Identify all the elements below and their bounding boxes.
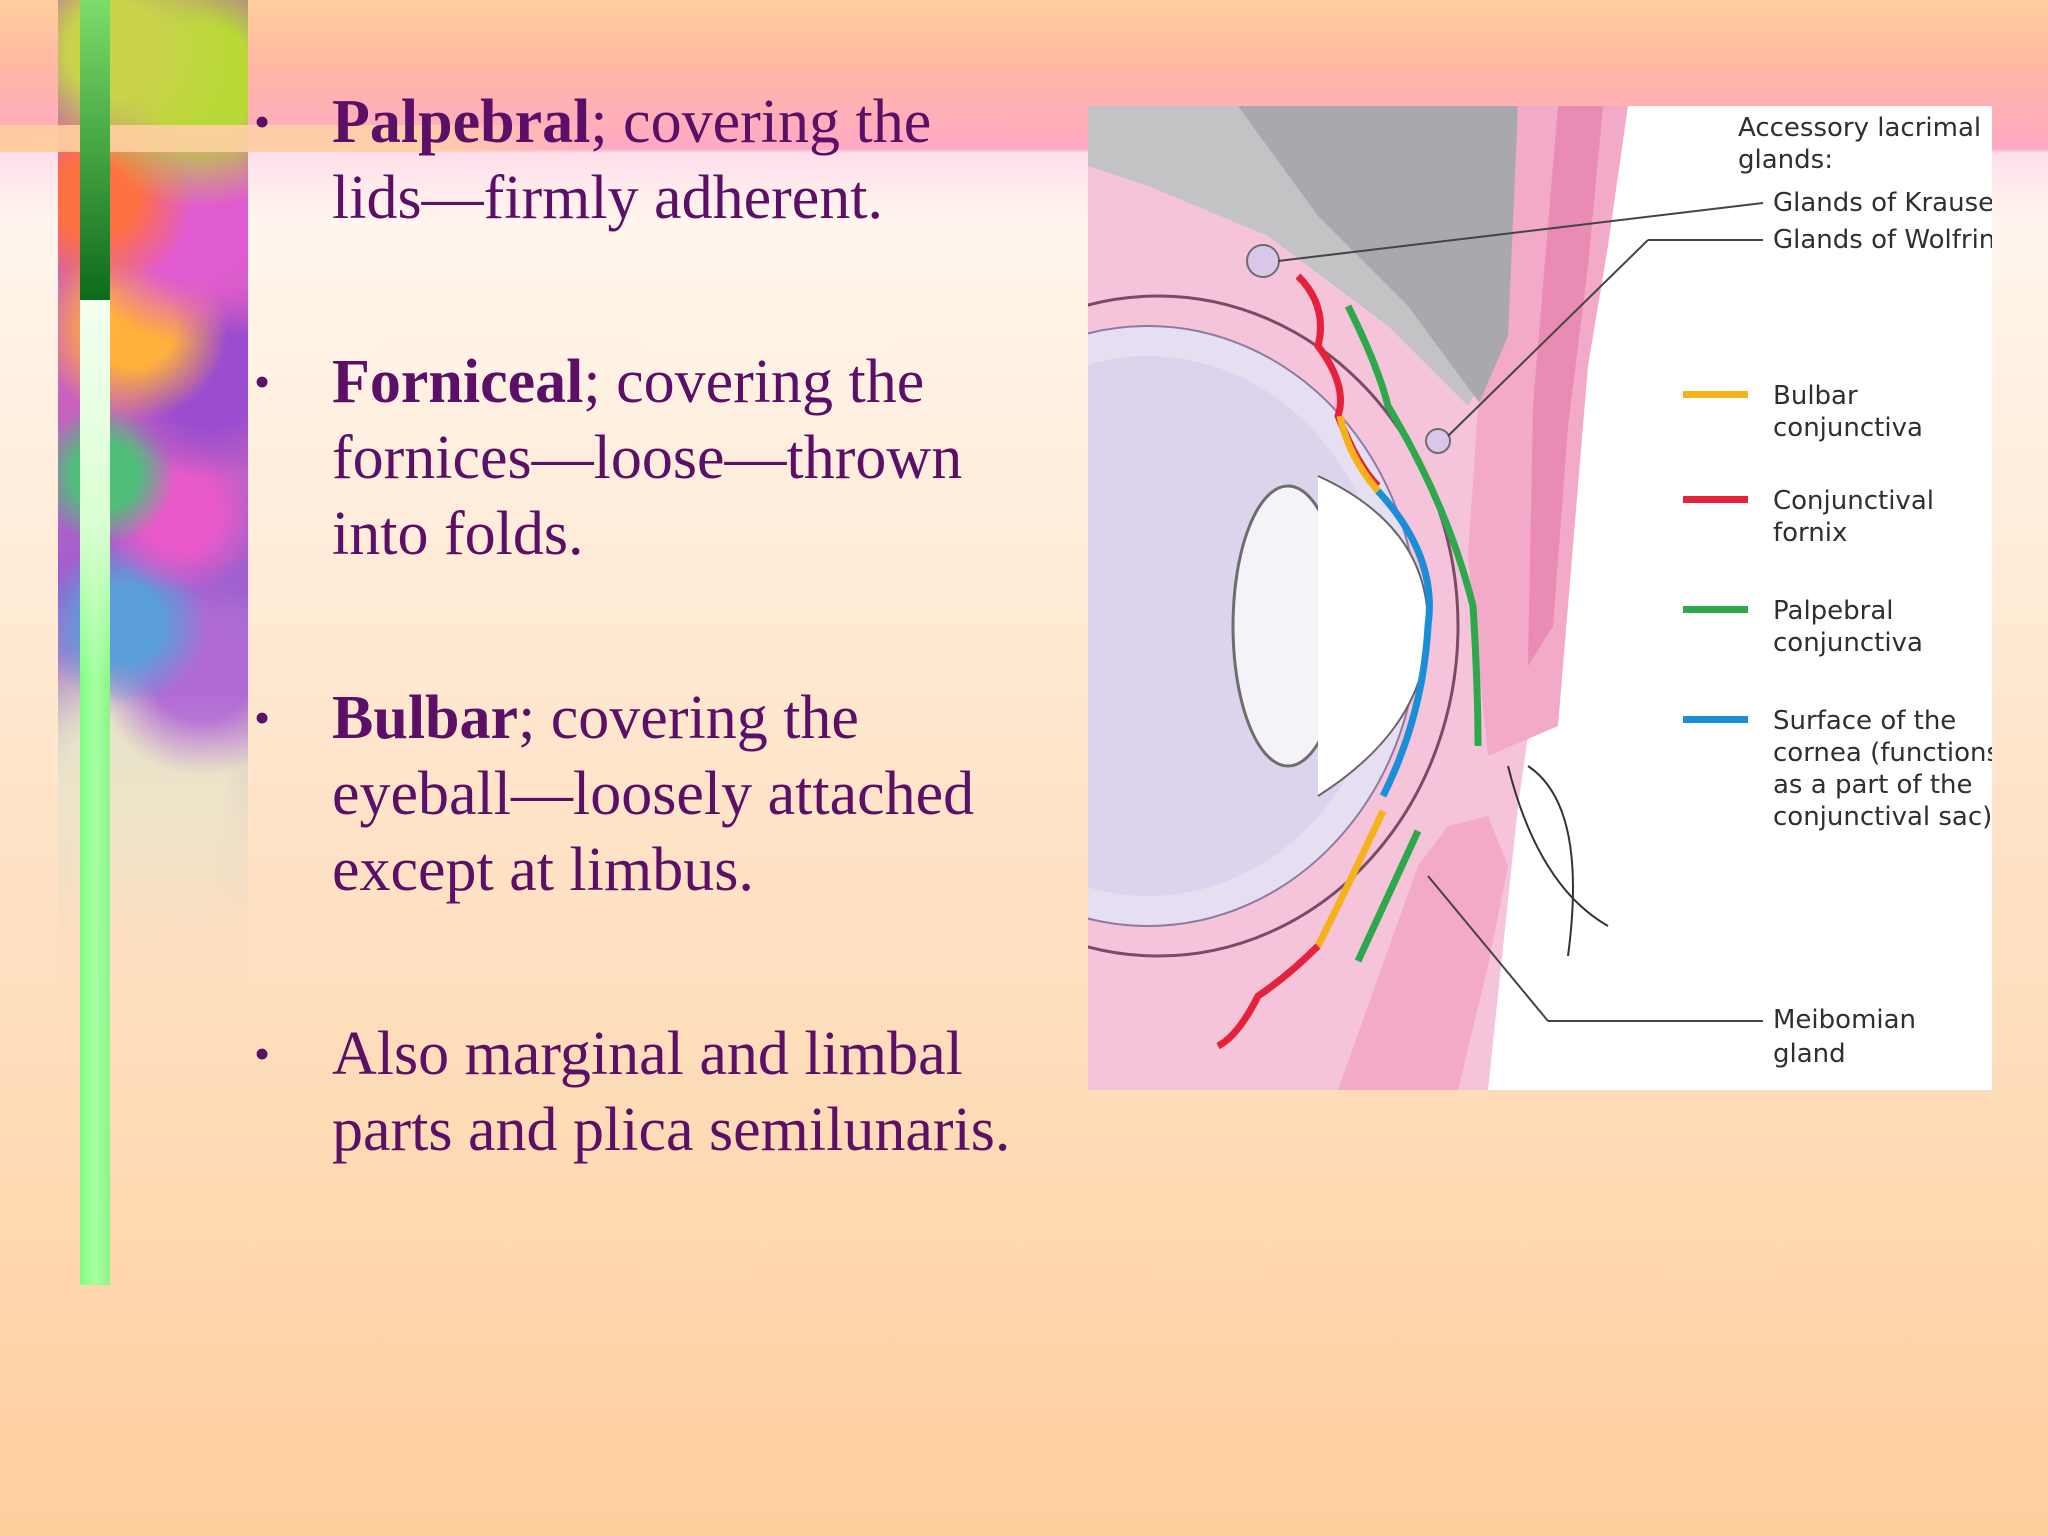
legend-swatch-cornea xyxy=(1683,716,1748,723)
conjunctival-fornix-lower xyxy=(1216,943,1321,1050)
eyelash xyxy=(1527,765,1574,957)
legend-swatch-palpebral xyxy=(1683,606,1748,613)
legend-palpebral-2: conjunctiva xyxy=(1773,628,1923,658)
bullet-text: into folds. xyxy=(332,500,584,568)
legend-cornea-4: conjunctival sac) xyxy=(1773,802,1992,832)
bullet-text: ; covering the xyxy=(590,88,932,156)
lower-eyelid xyxy=(1338,816,1508,1090)
legend-bulbar-2: conjunctiva xyxy=(1773,413,1923,443)
conjunctiva-diagram-svg: Accessory lacrimal glands: Glands of Kra… xyxy=(1088,106,1992,1090)
legend-palpebral-1: Palpebral xyxy=(1773,596,1894,626)
leader-wolfring-diag xyxy=(1447,239,1649,437)
term-forniceal: Forniceal xyxy=(332,348,584,416)
bullet-dot: • xyxy=(254,96,271,147)
legend-swatch-bulbar xyxy=(1683,391,1748,398)
label-krause: Glands of Krause xyxy=(1773,188,1992,218)
bullet-text: ; covering the xyxy=(518,684,859,752)
gland-krause xyxy=(1246,244,1280,278)
bullet-dot: • xyxy=(254,692,271,743)
decorative-green-bar-dark xyxy=(80,0,110,300)
term-palpebral: Palpebral xyxy=(332,88,591,156)
upper-eyelid-muscle xyxy=(1528,106,1603,666)
legend-cornea-3: as a part of the xyxy=(1773,770,1973,800)
leader-meibomian-diag xyxy=(1427,875,1549,1022)
bullet-text: except at limbus. xyxy=(332,836,754,904)
label-accessory-2: glands: xyxy=(1738,145,1833,175)
cornea-surface-line xyxy=(1375,488,1433,798)
bullet-forniceal: • Forniceal; covering the fornices—loose… xyxy=(248,344,1078,572)
palpebral-conjunctiva-upper xyxy=(1344,304,1482,747)
bullet-dot: • xyxy=(254,356,271,407)
term-bulbar: Bulbar xyxy=(332,684,519,752)
bullet-list: • Palpebral; covering the lids—firmly ad… xyxy=(248,84,1078,1276)
bullet-dot: • xyxy=(254,1028,271,1079)
bullet-text: Also marginal and limbal xyxy=(332,1020,963,1088)
bullet-bulbar: • Bulbar; covering the eyeball—loosely a… xyxy=(248,680,1078,908)
conjunctiva-diagram: Accessory lacrimal glands: Glands of Kra… xyxy=(1088,106,1992,1090)
label-wolfring: Glands of Wolfring xyxy=(1773,225,1992,255)
legend-bulbar-1: Bulbar xyxy=(1773,381,1858,411)
leader-krause xyxy=(1277,202,1764,262)
palpebral-conjunctiva-lower xyxy=(1354,829,1422,963)
bone-dark xyxy=(1238,106,1518,406)
decorative-green-bar-highlight xyxy=(80,300,110,680)
label-meibomian-1: Meibomian xyxy=(1773,1005,1916,1035)
eyelash xyxy=(1507,765,1609,927)
bullet-text: lids—firmly adherent. xyxy=(332,164,883,232)
bulbar-conjunctiva-lower xyxy=(1314,809,1387,948)
bullet-text: ; covering the xyxy=(583,348,925,416)
label-meibomian-2: gland xyxy=(1773,1039,1846,1069)
label-accessory-1: Accessory lacrimal xyxy=(1738,113,1981,143)
legend-fornix-2: fornix xyxy=(1773,518,1847,548)
legend-swatch-fornix xyxy=(1683,496,1748,503)
legend-cornea-2: cornea (functions xyxy=(1773,738,1992,768)
bullet-text: parts and plica semilunaris. xyxy=(332,1096,1011,1164)
legend-cornea-1: Surface of the xyxy=(1773,706,1956,736)
bullet-text: eyeball—loosely attached xyxy=(332,760,975,828)
gland-wolfring xyxy=(1425,428,1451,454)
bulbar-conjunctiva-upper xyxy=(1336,415,1381,494)
bullet-marginal: • Also marginal and limbal parts and pli… xyxy=(248,1016,1078,1168)
bullet-palpebral: • Palpebral; covering the lids—firmly ad… xyxy=(248,84,1078,236)
legend-fornix-1: Conjunctival xyxy=(1773,486,1934,516)
bullet-text: fornices—loose—thrown xyxy=(332,424,963,492)
